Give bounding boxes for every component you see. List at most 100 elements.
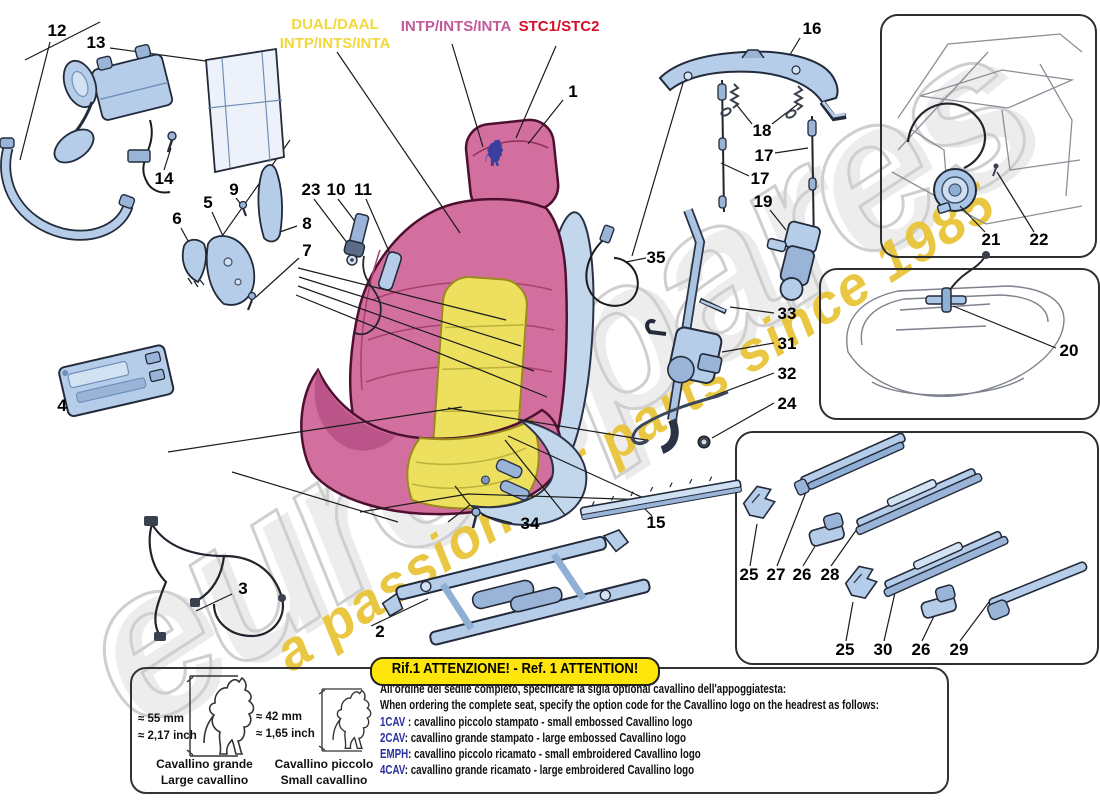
option-row-2cav: 2CAV: cavallino grande stampato - large … — [380, 730, 926, 746]
attention-title-badge: Rif.1 ATTENZIONE! - Ref. 1 ATTENTION! — [370, 657, 660, 686]
dim-inch: ≈ 1,65 inch — [256, 728, 315, 741]
part-2-seat-frame — [381, 529, 651, 646]
part-21-buzzer — [933, 168, 977, 214]
part-27-rail — [793, 432, 906, 496]
callout-22: 22 — [1029, 230, 1049, 249]
part-4-ecu — [58, 344, 175, 418]
part-25-clip-b — [844, 565, 878, 600]
callout-24: 24 — [777, 394, 797, 413]
callout-27: 27 — [766, 565, 786, 584]
callout-10: 10 — [326, 180, 346, 199]
dim-mm: ≈ 42 mm — [256, 711, 302, 723]
part-3-wiring-harness — [144, 516, 286, 641]
callout-28: 28 — [820, 565, 840, 584]
small-horse-dimensions: ≈ 42 mm ≈ 1,65 inch — [256, 709, 315, 744]
option-code: 2CAV — [380, 730, 405, 745]
option-row-1cav: 1CAV : cavallino piccolo stampato - smal… — [380, 714, 926, 730]
sensor-cable — [906, 102, 986, 170]
callout-31: 31 — [777, 334, 797, 353]
part-33-pin — [698, 297, 728, 315]
attention-title-text: Rif.1 ATTENZIONE! - Ref. 1 ATTENTION! — [391, 661, 639, 677]
callout-17: 17 — [754, 146, 774, 165]
callout-13: 13 — [86, 33, 106, 52]
part-26-clip-a — [808, 512, 845, 547]
attention-box: Rif.1 ATTENZIONE! - Ref. 1 ATTENTION! Al… — [130, 657, 949, 794]
part-16-bracket — [658, 49, 847, 122]
callout-8: 8 — [302, 214, 312, 233]
callout-20: 20 — [1059, 341, 1079, 360]
large-horse-caption: Cavallino grande Large cavallino — [156, 757, 253, 787]
part-7-screw — [246, 291, 257, 311]
part-15-trim-rail — [579, 476, 742, 520]
large-horse-figure — [186, 675, 255, 757]
attention-text: All'ordine del sedile completo, specific… — [380, 681, 926, 779]
option-desc: : cavallino piccolo ricamato - small emb… — [408, 747, 701, 762]
small-horse-caption: Cavallino piccolo Small cavallino — [274, 757, 374, 787]
callout-14: 14 — [154, 169, 174, 188]
option-code: 1CAV — [380, 714, 406, 729]
attention-intro-en: When ordering the complete seat, specify… — [380, 698, 879, 713]
label-dual-daal: DUAL/DAAL INTP/INTS/INTA — [279, 16, 391, 52]
callout-12: 12 — [47, 21, 67, 40]
dim-inch: ≈ 2,17 inch — [138, 730, 197, 743]
detail-box-cushion-sensor — [819, 268, 1100, 420]
part-1-seat — [300, 118, 595, 526]
callout-25: 25 — [739, 565, 759, 584]
callout-35: 35 — [646, 248, 666, 267]
callout-6: 6 — [172, 209, 182, 228]
part-12-headrest-assembly — [0, 44, 174, 241]
part-35-cable — [585, 224, 639, 307]
part-20-sensor — [925, 251, 990, 313]
option-row-4cav: 4CAV: cavallino grande ricamato - large … — [380, 762, 926, 778]
callout-7: 7 — [302, 241, 312, 260]
part-9-screw — [238, 200, 248, 217]
callout-18: 18 — [752, 121, 772, 140]
option-code: 4CAV — [380, 763, 405, 778]
part-8-trim-strip — [257, 164, 283, 243]
callout-19: 19 — [753, 192, 773, 211]
callout-23: 23 — [301, 180, 321, 199]
option-code: EMPH — [380, 747, 409, 762]
callout-15: 15 — [646, 513, 666, 532]
part-6-trim — [181, 238, 207, 288]
callout-21: 21 — [981, 230, 1001, 249]
callout-4: 4 — [57, 396, 67, 415]
callout-3: 3 — [238, 579, 248, 598]
detail-box-seat-rails — [735, 431, 1099, 665]
part-32-rod — [630, 390, 729, 446]
part-28-rail — [855, 468, 983, 536]
option-desc: : cavallino piccolo stampato - small emb… — [405, 714, 693, 729]
callout-9: 9 — [229, 180, 239, 199]
callout-29: 29 — [949, 640, 969, 659]
callout-17: 17 — [750, 169, 770, 188]
small-horse-figure — [318, 688, 372, 752]
part-13-back-panel — [205, 47, 285, 174]
part-14-screw — [166, 131, 177, 153]
part-10-23-11-buckle-group — [343, 212, 403, 336]
part-18-springs — [720, 83, 805, 119]
callout-26: 26 — [792, 565, 812, 584]
callout-34: 34 — [520, 514, 540, 533]
callout-2: 2 — [375, 622, 385, 641]
cavallino-small-icon — [332, 689, 372, 749]
part-24-grommet — [697, 435, 711, 449]
label-intp-ints-inta: INTP/INTS/INTA — [400, 18, 512, 35]
part-17-cable-left — [717, 79, 727, 213]
callout-25: 25 — [835, 640, 855, 659]
part-26-clip-b — [920, 584, 957, 619]
part-34-screw — [471, 507, 481, 529]
chassis-line-art — [891, 33, 1083, 225]
callout-33: 33 — [777, 304, 797, 323]
callout-32: 32 — [777, 364, 797, 383]
part-5-trim-panel — [205, 235, 256, 306]
option-desc: : cavallino grande stampato - large embo… — [404, 730, 686, 745]
dim-mm: ≈ 55 mm — [138, 713, 184, 725]
part-19-motor — [766, 220, 821, 301]
cavallino-large-icon — [203, 677, 255, 755]
part-25-clip-a — [742, 485, 776, 520]
part-30-rail — [883, 530, 1009, 598]
part-31-seat-belt — [645, 208, 723, 454]
callout-1: 1 — [568, 82, 578, 101]
